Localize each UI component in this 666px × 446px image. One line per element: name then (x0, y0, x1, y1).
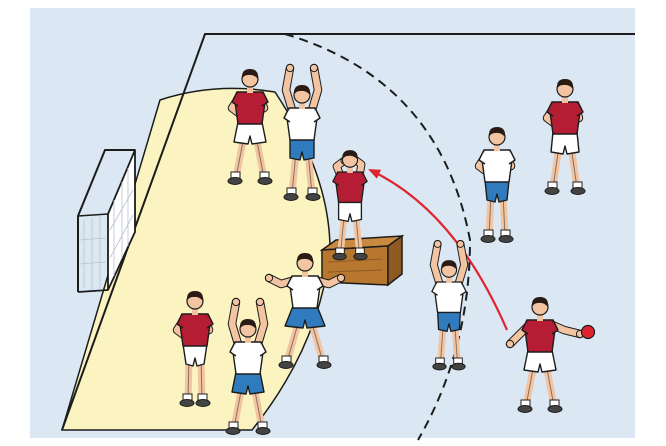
attacker-top-left (227, 69, 273, 185)
handball-goal-icon (77, 149, 136, 293)
attacker-with-ball (505, 297, 596, 413)
players (172, 63, 596, 435)
court-boundary-line (61, 33, 635, 431)
attacker-top-right (542, 79, 586, 195)
defender-bottom-left (225, 297, 271, 435)
attacker-bottom-left (172, 291, 214, 407)
defender-center-arms-wide (264, 253, 346, 369)
defender-mid-arms-up (429, 239, 469, 371)
defender-top-arms-up (281, 63, 323, 201)
ball-icon (580, 324, 596, 340)
attacker-on-box (332, 150, 368, 261)
defender-right (474, 127, 516, 243)
pass-arrow (368, 169, 509, 331)
